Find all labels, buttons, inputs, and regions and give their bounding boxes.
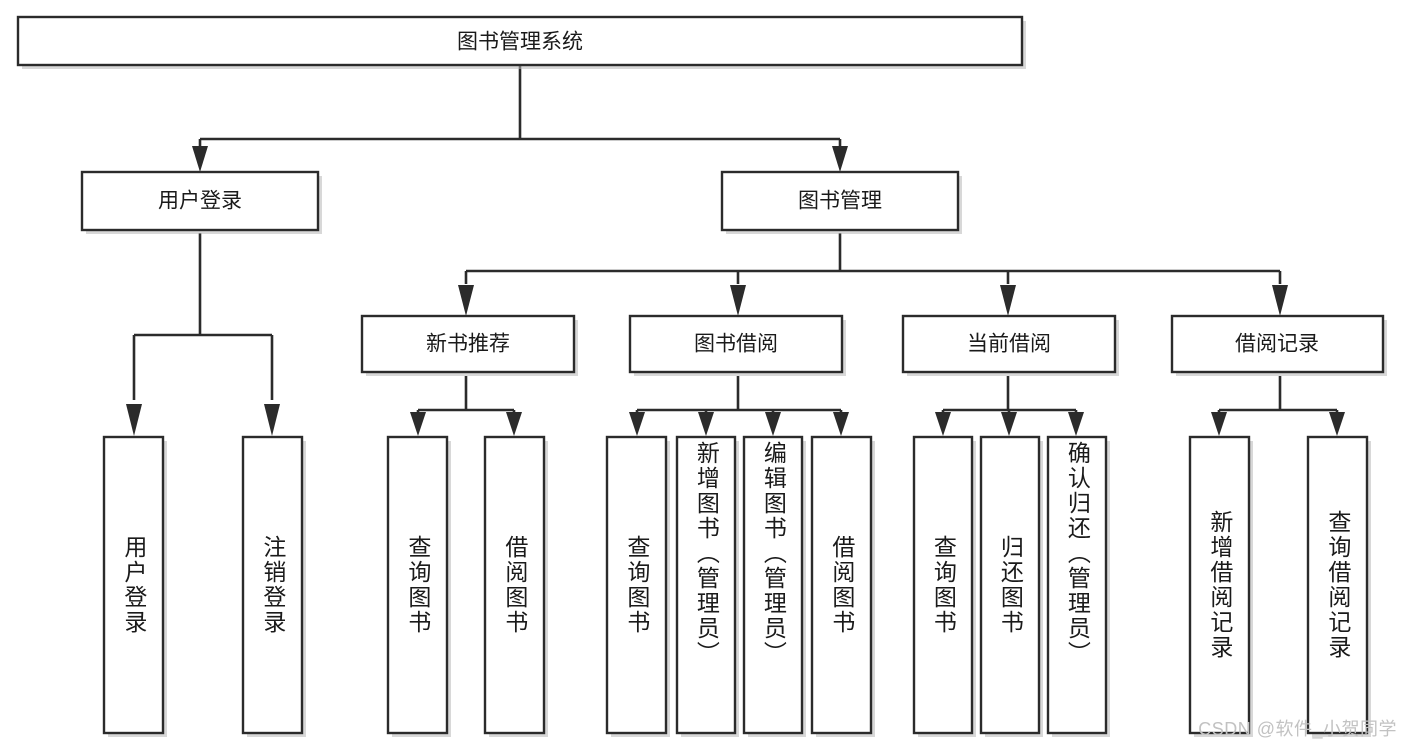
connector-bookmanage-to-level3 <box>458 233 1288 316</box>
node-borrow-record-label: 借阅记录 <box>1235 333 1319 356</box>
leaf-confirm-return[interactable] <box>1046 435 1110 737</box>
node-book-borrow-label: 图书借阅 <box>694 333 778 356</box>
leaf-query-record[interactable] <box>1306 435 1371 737</box>
connector-userlogin-to-leaves <box>126 233 280 436</box>
node-root[interactable]: 图书管理系统 <box>16 15 1026 69</box>
leaf-query-book-1[interactable] <box>386 435 451 737</box>
leaf-query-book-2[interactable] <box>605 435 670 737</box>
connector-borrowrecord-to-leaves <box>1211 376 1345 436</box>
connector-root-to-level2 <box>192 66 848 172</box>
leaf-add-book[interactable] <box>675 435 739 737</box>
node-book-manage-label: 图书管理 <box>798 190 882 213</box>
node-current-borrow[interactable]: 当前借阅 <box>901 314 1119 376</box>
leaf-edit-book[interactable] <box>742 435 806 737</box>
connector-newbook-to-leaves <box>410 376 522 436</box>
leaf-user-logout[interactable] <box>241 435 306 737</box>
node-user-login-label: 用户登录 <box>158 190 242 213</box>
leaf-query-book-3[interactable] <box>912 435 976 737</box>
leaf-borrow-book-1[interactable] <box>483 435 548 737</box>
node-current-borrow-label: 当前借阅 <box>967 333 1051 356</box>
node-new-book-recommend-label: 新书推荐 <box>426 333 510 356</box>
node-new-book-recommend[interactable]: 新书推荐 <box>360 314 578 376</box>
leaf-user-login[interactable] <box>102 435 167 737</box>
watermark-text: CSDN @软件_小贺同学 <box>1198 719 1397 739</box>
node-book-borrow[interactable]: 图书借阅 <box>628 314 846 376</box>
connector-bookborrow-to-leaves <box>629 376 849 436</box>
node-user-login[interactable]: 用户登录 <box>80 170 322 234</box>
connector-currentborrow-to-leaves <box>935 376 1084 436</box>
node-root-label: 图书管理系统 <box>457 31 583 54</box>
node-book-manage[interactable]: 图书管理 <box>720 170 962 234</box>
leaf-borrow-book-2[interactable] <box>810 435 875 737</box>
leaf-return-book[interactable] <box>979 435 1043 737</box>
leaf-add-record[interactable] <box>1188 435 1253 737</box>
node-borrow-record[interactable]: 借阅记录 <box>1170 314 1387 376</box>
